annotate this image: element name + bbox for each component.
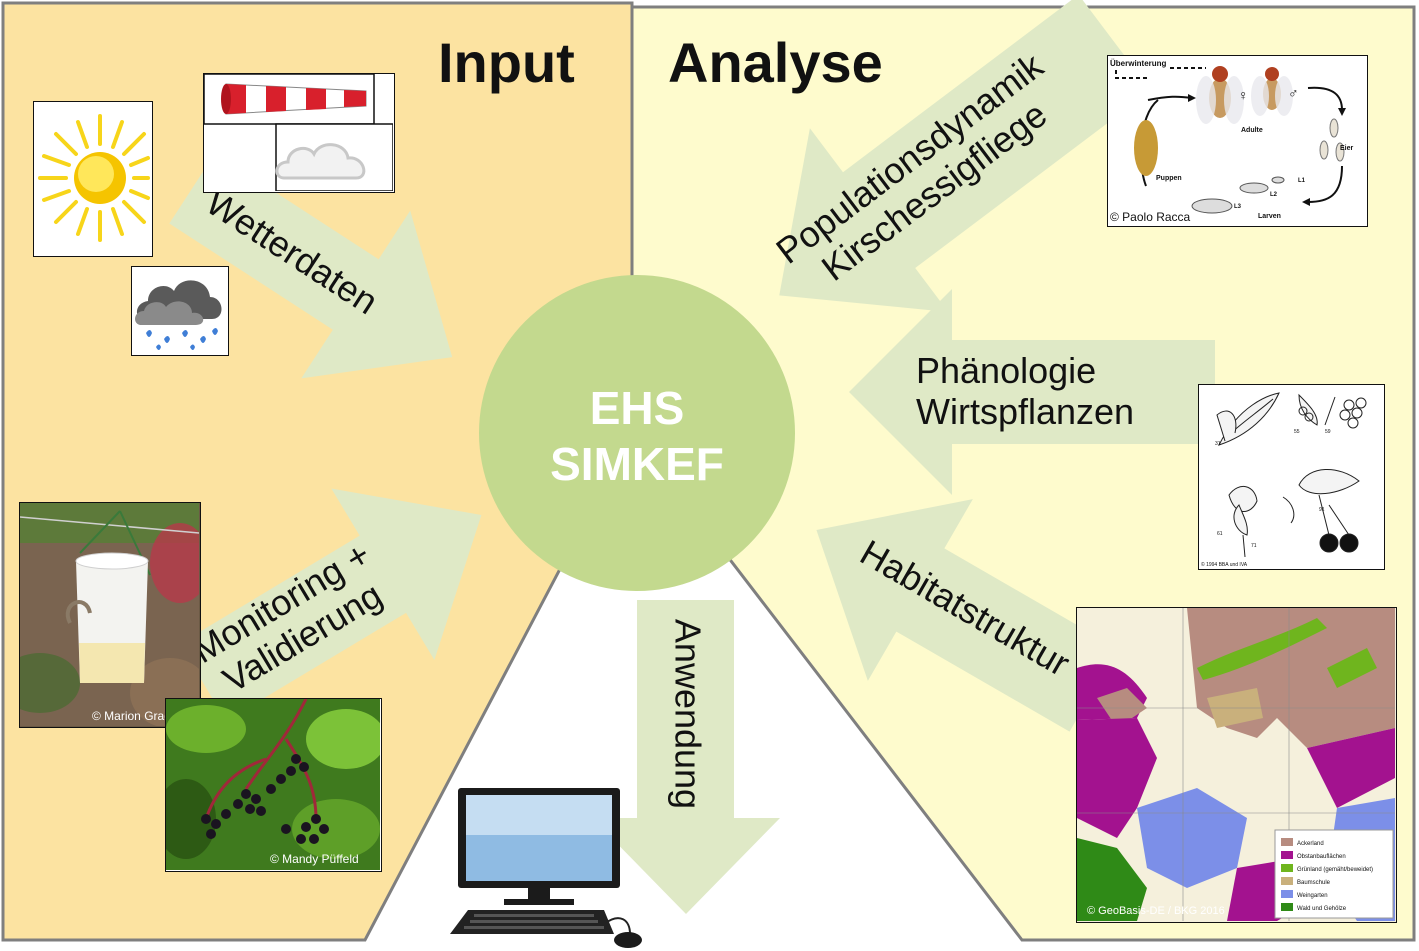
legend-gruenland: Grünland (gemäht/beweidet) — [1297, 867, 1373, 873]
sun-icon — [38, 114, 150, 242]
plant-label-59: 59 — [1325, 429, 1331, 435]
plant-label-91: 91 — [1319, 507, 1325, 513]
legend-baumschule: Baumschule — [1297, 880, 1331, 886]
computer-icon — [450, 788, 642, 948]
legend-obstanbau: Obstanbauflächen — [1297, 854, 1346, 860]
legend-wald: Wald und Gehölze — [1297, 906, 1347, 912]
sun-picture — [33, 101, 153, 257]
map-credit: © GeoBasis-DE / BKG 2016 — [1087, 905, 1225, 917]
rain-cloud-icon — [135, 280, 222, 350]
legend-ackerland: Ackerland — [1297, 841, 1324, 847]
input-title: Input — [438, 31, 575, 94]
plant-label-31: 31 — [1215, 441, 1221, 447]
analyse-title: Analyse — [668, 31, 883, 94]
arrow-wetterdaten — [169, 153, 453, 379]
windsock-icon — [204, 74, 394, 192]
arrow-habitatstruktur — [816, 499, 1118, 732]
arrow-anwendung — [592, 600, 780, 914]
center-label-line1: EHS — [589, 382, 685, 434]
land-use-map: Ackerland Obstanbauflächen Grünland (gem… — [1076, 607, 1397, 923]
label-phaenologie-line1: Phänologie — [916, 350, 1097, 391]
lifecycle-adulte: Adulte — [1241, 127, 1263, 134]
lifecycle-credit: © Paolo Racca — [1110, 210, 1191, 224]
lifecycle-eier: Eier — [1340, 145, 1354, 152]
arrow-populationsdynamik — [779, 0, 1151, 312]
lifecycle-female-symbol: ♀ — [1238, 87, 1249, 103]
lifecycle-l2: L2 — [1270, 192, 1278, 198]
label-anwendung: Anwendung — [667, 618, 709, 810]
plant-label-55: 55 — [1294, 429, 1300, 435]
lifecycle-diagram: Überwinterung ♀ ♂ Adulte Eier — [1107, 55, 1368, 227]
plant-label-71: 71 — [1251, 543, 1257, 549]
legend-weingarten: Weingarten — [1297, 893, 1328, 899]
rain-cloud-picture — [131, 266, 229, 356]
lifecycle-larven: Larven — [1258, 213, 1281, 220]
map-legend: Ackerland Obstanbauflächen Grünland (gem… — [1281, 838, 1373, 912]
arrow-monitoring — [179, 488, 482, 721]
plant-label-61: 61 — [1217, 531, 1223, 537]
label-phaenologie: Phänologie Wirtspflanzen — [916, 350, 1134, 433]
lifecycle-l3: L3 — [1234, 204, 1242, 210]
center-label: EHS SIMKEF — [479, 380, 795, 492]
fly-male-icon — [1251, 67, 1293, 116]
label-phaenologie-line2: Wirtspflanzen — [916, 391, 1135, 433]
trap-photo-credit: © Marion Gradl — [92, 709, 174, 723]
trap-photo: © Marion Gradl — [19, 502, 201, 728]
plants-credit: © 1994 BBA und IVA — [1201, 561, 1248, 568]
center-circle — [479, 275, 795, 591]
lifecycle-l1: L1 — [1298, 178, 1306, 184]
arrow-phaenologie — [849, 289, 1215, 495]
center-label-line2: SIMKEF — [550, 438, 724, 490]
fly-female-icon — [1196, 66, 1244, 124]
lifecycle-puppen: Puppen — [1156, 175, 1182, 182]
elderberry-photo-credit: © Mandy Püffeld — [270, 852, 359, 866]
plants-illustration: 31 55 59 61 71 91 © 1994 BBA und IVA — [1198, 384, 1385, 570]
windsock-picture — [203, 73, 395, 193]
lifecycle-ueberwinterung: Überwinterung — [1110, 59, 1167, 68]
lifecycle-male-symbol: ♂ — [1288, 85, 1299, 101]
elderberry-photo: © Mandy Püffeld — [165, 698, 382, 872]
